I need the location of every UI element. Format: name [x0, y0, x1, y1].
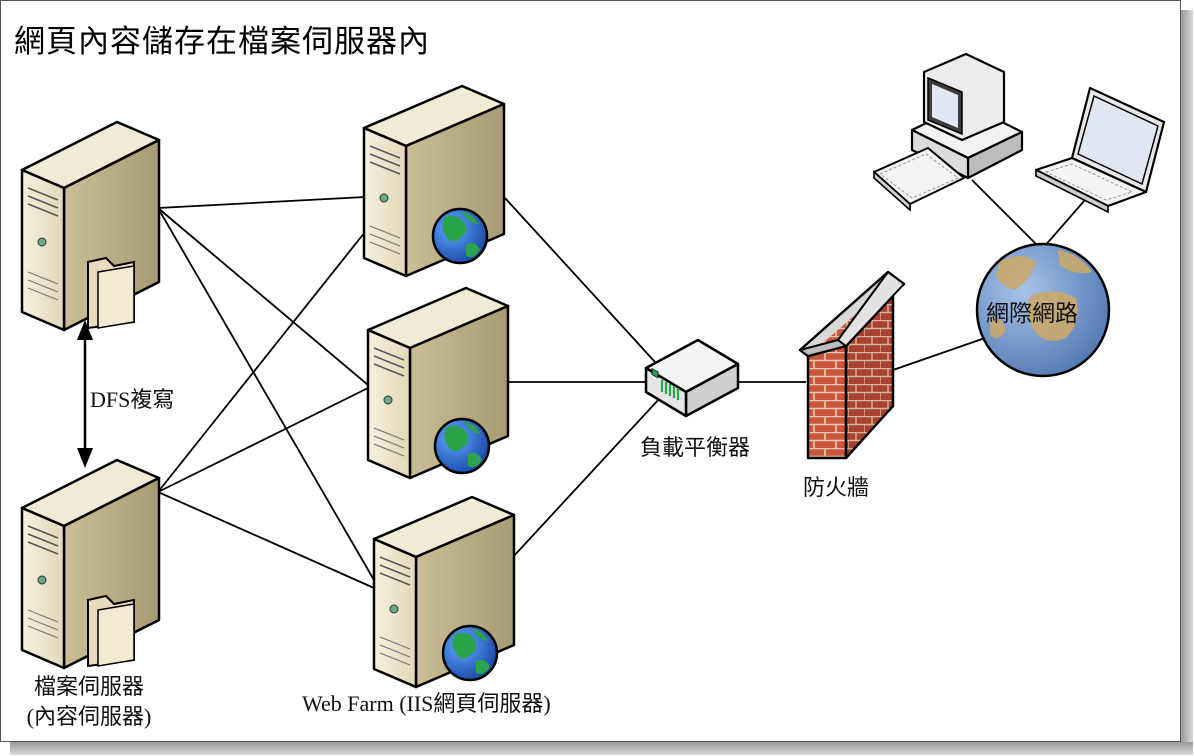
dfs-replication-arrow	[77, 320, 93, 468]
firewall-icon	[798, 270, 906, 460]
load-balancer-label: 負載平衡器	[640, 435, 751, 460]
frame-shadow-right	[1181, 10, 1193, 755]
file-server-label: 檔案伺服器 (內容伺服器)	[14, 672, 164, 732]
dfs-replication-label: DFS複寫	[90, 387, 175, 412]
web-server-3	[372, 495, 516, 689]
web-globe-icon	[433, 417, 491, 475]
web-globe-icon	[441, 624, 499, 682]
firewall-label: 防火牆	[803, 475, 870, 500]
connection-lines	[157, 179, 1086, 589]
load-balancer-icon	[644, 338, 740, 418]
file-server-1	[20, 120, 161, 332]
file-server-2	[20, 458, 161, 670]
diagram-title: 網頁內容儲存在檔案伺服器內	[14, 24, 430, 60]
folder-icon	[87, 594, 135, 668]
laptop-icon	[1034, 86, 1166, 214]
internet-label: 網際網路	[986, 301, 1078, 326]
folder-icon	[87, 256, 135, 330]
file-server-label-line1: 檔案伺服器	[33, 674, 144, 699]
web-globe-icon	[431, 207, 489, 265]
web-farm-label: Web Farm (IIS網頁伺服器)	[302, 691, 551, 716]
desktop-computer-icon	[873, 52, 1024, 212]
web-server-2	[366, 286, 510, 480]
internet-globe-icon	[975, 242, 1111, 378]
file-server-label-line2: (內容伺服器)	[26, 704, 152, 729]
frame-shadow-bottom	[10, 742, 1193, 755]
web-server-1	[362, 84, 506, 278]
